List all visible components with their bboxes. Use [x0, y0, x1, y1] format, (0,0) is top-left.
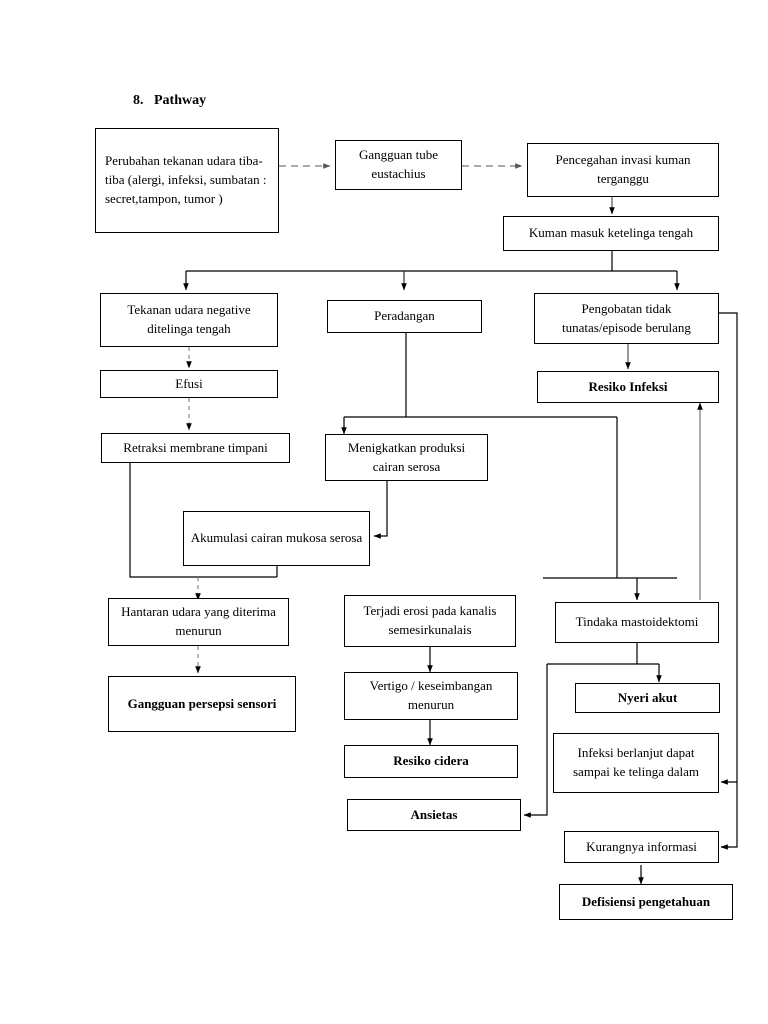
node-label: Resiko Infeksi: [588, 378, 668, 394]
node-label: Tekanan udara negative ditelinga tengah: [127, 302, 251, 336]
node-retraksi-membrane-timpani[interactable]: Retraksi membrane timpani: [101, 433, 290, 463]
node-tekanan-udara-negative[interactable]: Tekanan udara negative ditelinga tengah: [100, 293, 278, 347]
node-label: Menigkatkan produksi cairan serosa: [347, 439, 466, 474]
edge-pengobatan-to-infeksi-berlanjut: [719, 312, 738, 785]
node-label: Gangguan persepsi sensori: [127, 695, 277, 711]
node-label: Defisiensi pengetahuan: [581, 893, 711, 909]
node-label: Infeksi berlanjut dapat sampai ke teling…: [573, 745, 699, 779]
node-perubahan-tekanan-udara[interactable]: Perubahan tekanan udara tiba-tiba (alerg…: [95, 128, 279, 233]
node-resiko-infeksi[interactable]: Resiko Infeksi: [537, 371, 719, 403]
node-ansietas[interactable]: Ansietas: [347, 799, 521, 831]
node-nyeri-akut[interactable]: Nyeri akut: [575, 683, 720, 713]
node-hantaran-udara-menurun[interactable]: Hantaran udara yang diterima menurun: [108, 598, 289, 646]
node-pengobatan-tidak-tuntas[interactable]: Pengobatan tidak tunatas/episode berulan…: [534, 293, 719, 344]
page-title: 8. Pathway: [133, 93, 206, 109]
node-resiko-cidera[interactable]: Resiko cidera: [344, 745, 518, 778]
node-tindaka-mastoidektomi[interactable]: Tindaka mastoidektomi: [555, 602, 719, 643]
node-terjadi-erosi-kanalis[interactable]: Terjadi erosi pada kanalis semesirkunala…: [344, 595, 516, 647]
node-label: Gangguan tube eustachius: [358, 147, 439, 181]
node-efusi[interactable]: Efusi: [100, 370, 278, 398]
node-label: Ansietas: [410, 806, 458, 822]
heading-title: Pathway: [154, 93, 207, 108]
node-label: Pengobatan tidak tunatas/episode berulan…: [562, 300, 691, 335]
node-label: Kuman masuk ketelinga tengah: [528, 225, 694, 241]
node-label: Nyeri akut: [617, 689, 678, 705]
node-pencegahan-invasi-kuman[interactable]: Pencegahan invasi kuman terganggu: [527, 143, 719, 197]
node-gangguan-persepsi-sensori[interactable]: Gangguan persepsi sensori: [108, 676, 296, 732]
node-kurangnya-informasi[interactable]: Kurangnya informasi: [564, 831, 719, 863]
node-label: Vertigo / keseimbangan menurun: [369, 678, 493, 712]
node-gangguan-tube-eustachius[interactable]: Gangguan tube eustachius: [335, 140, 462, 190]
node-label: Resiko cidera: [393, 753, 469, 769]
node-label: Tindaka mastoidektomi: [575, 614, 699, 630]
edge-mastoid-to-ansietas: [523, 664, 548, 818]
node-label: Efusi: [175, 375, 203, 391]
node-kuman-masuk-ketelinga-tengah[interactable]: Kuman masuk ketelinga tengah: [503, 216, 719, 251]
node-label: Peradangan: [374, 308, 435, 324]
node-label: Kurangnya informasi: [586, 838, 697, 854]
edge-loop-to-kurangnya: [721, 782, 738, 848]
node-label: Perubahan tekanan udara tiba-tiba (alerg…: [105, 153, 267, 206]
heading-number: 8.: [133, 93, 144, 108]
node-infeksi-berlanjut[interactable]: Infeksi berlanjut dapat sampai ke teling…: [553, 733, 719, 793]
node-defisiensi-pengetahuan[interactable]: Defisiensi pengetahuan: [559, 884, 733, 920]
node-akumulasi-cairan-mukosa-serosa[interactable]: Akumulasi cairan mukosa serosa: [183, 511, 370, 566]
node-vertigo-keseimbangan-menurun[interactable]: Vertigo / keseimbangan menurun: [344, 672, 518, 720]
node-label: Hantaran udara yang diterima menurun: [121, 604, 276, 638]
edge-menigkatkan-to-akumulasi: [373, 481, 388, 539]
node-label: Akumulasi cairan mukosa serosa: [190, 530, 363, 546]
node-label: Terjadi erosi pada kanalis semesirkunala…: [363, 603, 497, 637]
node-label: Pencegahan invasi kuman terganggu: [555, 152, 691, 186]
node-peradangan[interactable]: Peradangan: [327, 300, 482, 333]
node-menigkatkan-produksi-cairan-serosa[interactable]: Menigkatkan produksi cairan serosa: [325, 434, 488, 481]
node-label: Retraksi membrane timpani: [123, 439, 268, 455]
